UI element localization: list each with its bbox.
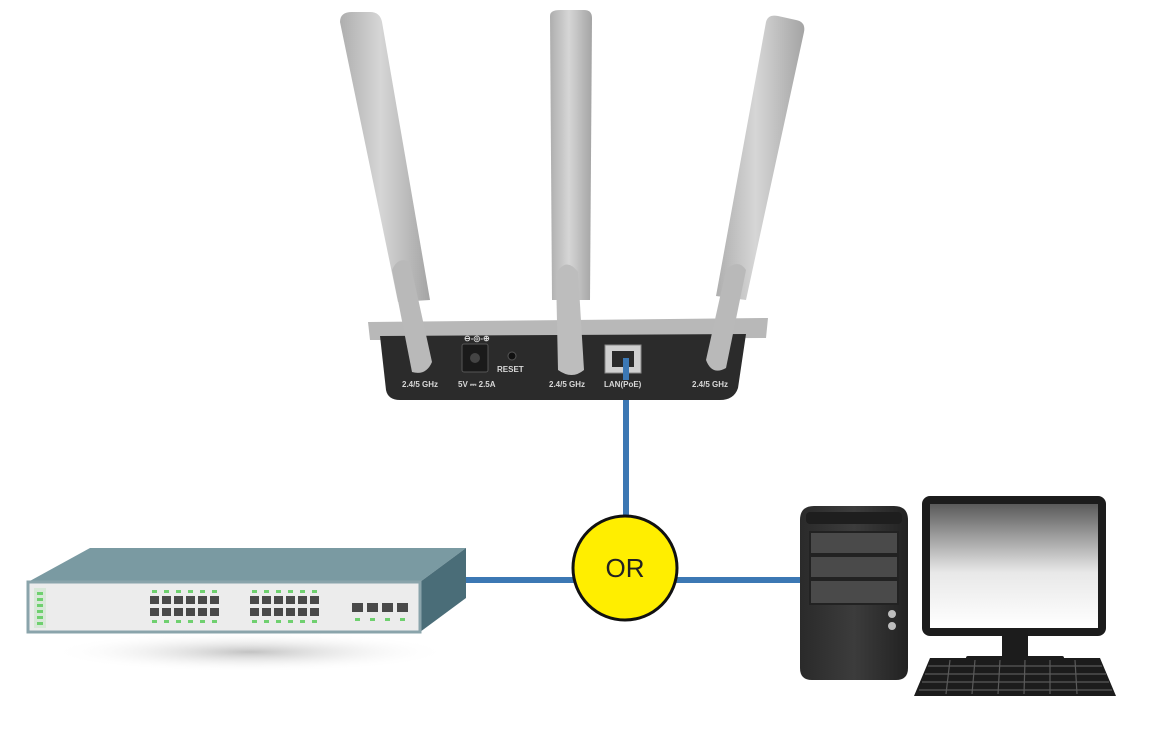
pc-reset-button — [888, 622, 896, 630]
monitor-stand — [1002, 636, 1028, 658]
label-antenna-right: 2.4/5 GHz — [692, 380, 728, 389]
pc-drive-bay-3 — [809, 579, 899, 605]
power-jack-pin — [470, 353, 480, 363]
or-circle — [571, 514, 679, 622]
keyboard-keys — [919, 659, 1112, 695]
switch-side — [420, 548, 466, 632]
switch-shadow — [50, 632, 450, 672]
pc-tower-front-panel — [806, 512, 902, 524]
switch-top — [28, 548, 466, 582]
or-label: OR — [606, 553, 645, 583]
antenna-right-blade — [716, 15, 805, 300]
label-antenna-left: 2.4/5 GHz — [402, 380, 438, 389]
router-icon: ⊖-◎-⊕ 2.4/5 GHz 5V ⎓ 2.5A RESET 2.4/5 GH… — [340, 10, 805, 400]
switch-uplink-ports — [352, 603, 408, 612]
monitor-screen — [930, 504, 1098, 628]
network-switch-icon — [26, 548, 466, 672]
switch-port-leds — [152, 590, 405, 623]
antenna-center-blade — [550, 10, 592, 300]
power-polarity-symbol: ⊖-◎-⊕ — [464, 334, 490, 343]
antenna-left-blade — [340, 12, 430, 302]
pc-drive-bay-2 — [809, 555, 899, 579]
label-antenna-center: 2.4/5 GHz — [549, 380, 585, 389]
label-lan: LAN(PoE) — [604, 380, 642, 389]
switch-ports-group-2 — [250, 596, 319, 616]
or-junction: OR — [571, 514, 679, 622]
antenna-center-base — [556, 264, 584, 375]
switch-ports-group-1 — [150, 596, 219, 616]
antenna-left-base — [392, 260, 432, 373]
desktop-computer-icon — [800, 496, 1116, 696]
switch-status-leds — [37, 592, 43, 625]
keyboard — [914, 658, 1116, 696]
pc-power-button — [888, 610, 896, 618]
label-reset: RESET — [497, 365, 524, 374]
reset-hole — [507, 351, 517, 361]
antenna-right-base — [706, 264, 746, 371]
label-power: 5V ⎓ 2.5A — [458, 380, 496, 389]
pc-drive-bay-1 — [809, 531, 899, 555]
